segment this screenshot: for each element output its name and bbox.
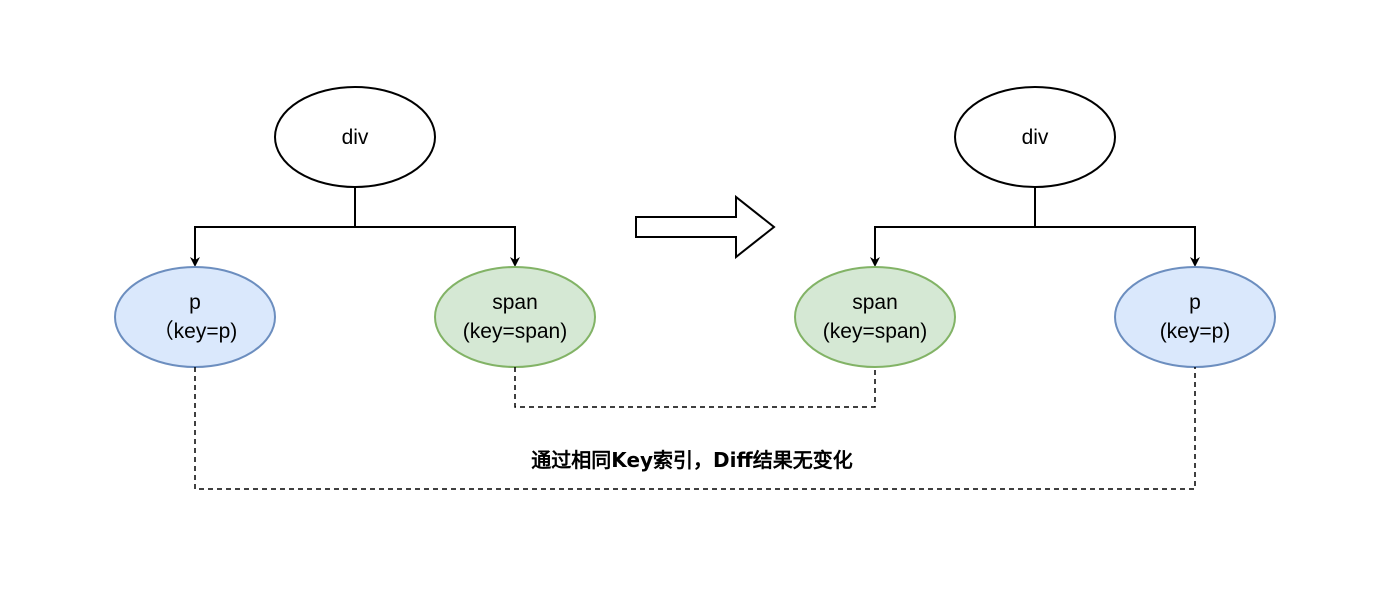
right-child-2-name: p (1189, 291, 1201, 314)
right-connector-to-child-2 (1035, 226, 1200, 267)
left-child-2-name: span (492, 291, 538, 314)
left-child-1-name: p (189, 291, 201, 314)
left-child-2-key: (key=span) (463, 320, 567, 343)
left-child-2-node (434, 266, 596, 368)
right-root-label: div (1022, 126, 1049, 149)
right-child-1-key: (key=span) (823, 320, 927, 343)
right-child-2-key: (key=p) (1160, 320, 1231, 343)
right-child-1-name: span (852, 291, 898, 314)
diagram-caption: 通过相同Key索引，Diff结果无变化 (531, 448, 852, 472)
left-root-label: div (342, 126, 369, 149)
span-key-match-link (514, 367, 876, 408)
right-tree: div span (key=span) p (key=p) (794, 86, 1276, 368)
right-child-1-node (794, 266, 956, 368)
right-connector-to-child-1 (870, 226, 1035, 267)
left-child-1-node (114, 266, 276, 368)
left-tree: div p （key=p) span (key=span) (114, 86, 596, 368)
p-key-match-link (194, 367, 1196, 490)
right-arrow-icon (635, 194, 776, 260)
left-child-1-key: （key=p) (153, 320, 238, 343)
left-connector-to-child-2 (355, 226, 520, 267)
left-connector-to-child-1 (190, 226, 355, 267)
right-child-2-node (1114, 266, 1276, 368)
